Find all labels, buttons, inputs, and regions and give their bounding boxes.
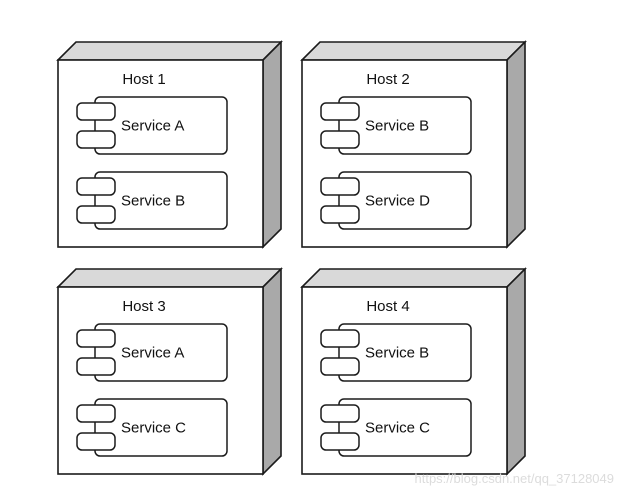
- service-component: Service B: [76, 171, 228, 230]
- host-top-face: [300, 268, 527, 288]
- host-title: Host 3: [122, 298, 165, 315]
- service-component: Service D: [320, 171, 472, 230]
- service-component: Service B: [320, 323, 472, 382]
- host-side-face: [262, 267, 282, 476]
- service-component: Service A: [76, 323, 228, 382]
- component-body: [94, 323, 228, 382]
- component-icon: [320, 130, 360, 149]
- component-icon: [320, 329, 360, 348]
- host-top-face: [300, 41, 527, 61]
- component-icon: [320, 102, 360, 121]
- component-body: [94, 171, 228, 230]
- component-icon: [76, 432, 116, 451]
- service-component: Service C: [320, 398, 472, 457]
- host-title: Host 4: [366, 298, 409, 315]
- service-label: Service C: [365, 420, 430, 437]
- service-component: Service C: [76, 398, 228, 457]
- service-label: Service A: [121, 345, 184, 362]
- component-icon: [320, 357, 360, 376]
- service-label: Service A: [121, 118, 184, 135]
- component-icon: [320, 205, 360, 224]
- component-body: [94, 96, 228, 155]
- component-body: [338, 171, 472, 230]
- component-icon: [76, 404, 116, 423]
- component-body: [338, 323, 472, 382]
- component-icon: [320, 177, 360, 196]
- host-top-face: [56, 268, 283, 288]
- host-node: Host 4 Service B Service C: [300, 267, 527, 476]
- component-icon: [320, 432, 360, 451]
- service-label: Service B: [121, 193, 185, 210]
- service-label: Service C: [121, 420, 186, 437]
- component-icon: [76, 357, 116, 376]
- service-label: Service B: [365, 118, 429, 135]
- host-side-face: [262, 40, 282, 249]
- component-body: [94, 398, 228, 457]
- service-component: Service A: [76, 96, 228, 155]
- component-icon: [76, 205, 116, 224]
- service-component: Service B: [320, 96, 472, 155]
- service-label: Service B: [365, 345, 429, 362]
- component-icon: [76, 102, 116, 121]
- host-side-face: [506, 40, 526, 249]
- host-node: Host 2 Service B Service D: [300, 40, 527, 249]
- host-node: Host 3 Service A Service C: [56, 267, 283, 476]
- component-icon: [76, 177, 116, 196]
- host-node: Host 1 Service A Service B: [56, 40, 283, 249]
- host-title: Host 2: [366, 71, 409, 88]
- host-title: Host 1: [122, 71, 165, 88]
- component-icon: [76, 130, 116, 149]
- component-icon: [76, 329, 116, 348]
- host-side-face: [506, 267, 526, 476]
- component-icon: [320, 404, 360, 423]
- watermark-text: https://blog.csdn.net/qq_37128049: [414, 471, 615, 486]
- component-body: [338, 398, 472, 457]
- component-body: [338, 96, 472, 155]
- service-label: Service D: [365, 193, 430, 210]
- host-top-face: [56, 41, 283, 61]
